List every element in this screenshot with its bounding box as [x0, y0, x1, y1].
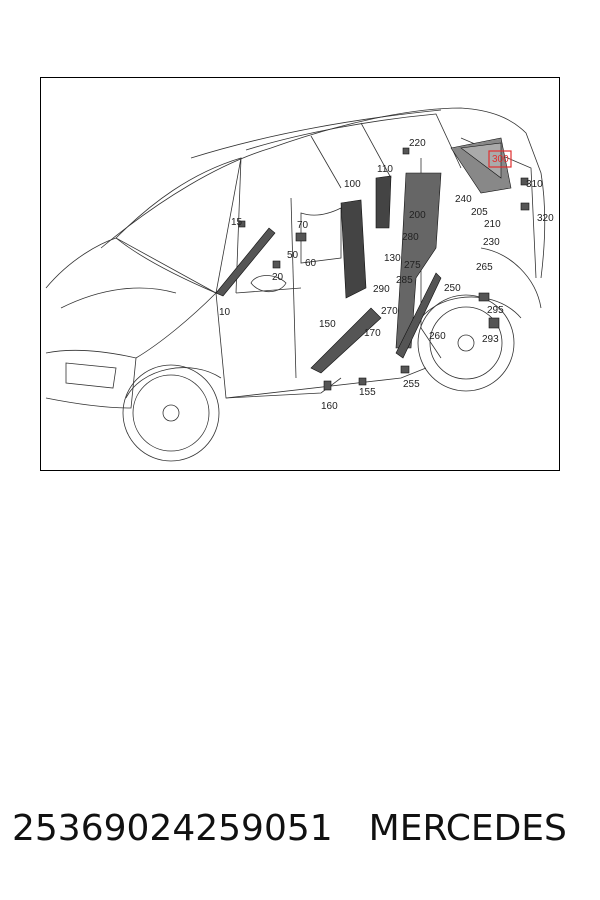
- callout-160: 160: [321, 401, 338, 412]
- callout-293: 293: [482, 334, 499, 345]
- callout-10: 10: [219, 307, 231, 318]
- callout-170: 170: [364, 328, 381, 339]
- callout-260: 260: [429, 331, 446, 342]
- callout-205: 205: [471, 207, 488, 218]
- callout-230: 230: [483, 237, 500, 248]
- callout-130: 130: [384, 253, 401, 264]
- parts-diagram: 220 300 110 100 310 240 200 205 320 15 70 210 280 230…: [45, 107, 554, 462]
- callout-295: 295: [487, 305, 504, 316]
- callout-265: 265: [476, 262, 493, 273]
- callout-110: 110: [377, 164, 393, 175]
- callout-200: 200: [409, 210, 426, 221]
- callout-240: 240: [455, 194, 472, 205]
- callout-300-highlight: [488, 150, 512, 168]
- callout-300: 300: [492, 154, 509, 165]
- callout-290: 290: [373, 284, 390, 295]
- callout-250: 250: [444, 283, 461, 294]
- car-outline: [45, 107, 546, 462]
- caption: 25369024259051 MERCEDES: [12, 808, 600, 849]
- callout-280: 280: [402, 232, 419, 243]
- callout-210: 210: [484, 219, 501, 230]
- callout-275: 275: [404, 260, 421, 271]
- callout-220: 220: [409, 138, 426, 149]
- callout-270: 270: [381, 306, 398, 317]
- callout-285: 285: [396, 275, 413, 286]
- callout-320: 320: [537, 213, 554, 224]
- parts-diagram-frame: 220 300 110 100 310 240 200 205 320 15 70 210 280 230…: [40, 77, 560, 471]
- callout-70: 70: [297, 220, 309, 231]
- callout-60: 60: [305, 258, 317, 269]
- trim-parts: [215, 137, 530, 391]
- callout-labels: 220 300 110 100 310 240 200 205 320 15 70 210 280 230…: [219, 138, 554, 412]
- callout-150: 150: [319, 319, 336, 330]
- callout-255: 255: [403, 379, 420, 390]
- callout-20: 20: [272, 272, 284, 283]
- brand-name: MERCEDES: [368, 808, 567, 849]
- callout-50: 50: [287, 250, 299, 261]
- callout-155: 155: [359, 387, 376, 398]
- part-number: 25369024259051: [12, 808, 333, 849]
- callout-100: 100: [344, 179, 361, 190]
- callout-310: 310: [526, 179, 543, 190]
- callout-15: 15: [231, 217, 243, 228]
